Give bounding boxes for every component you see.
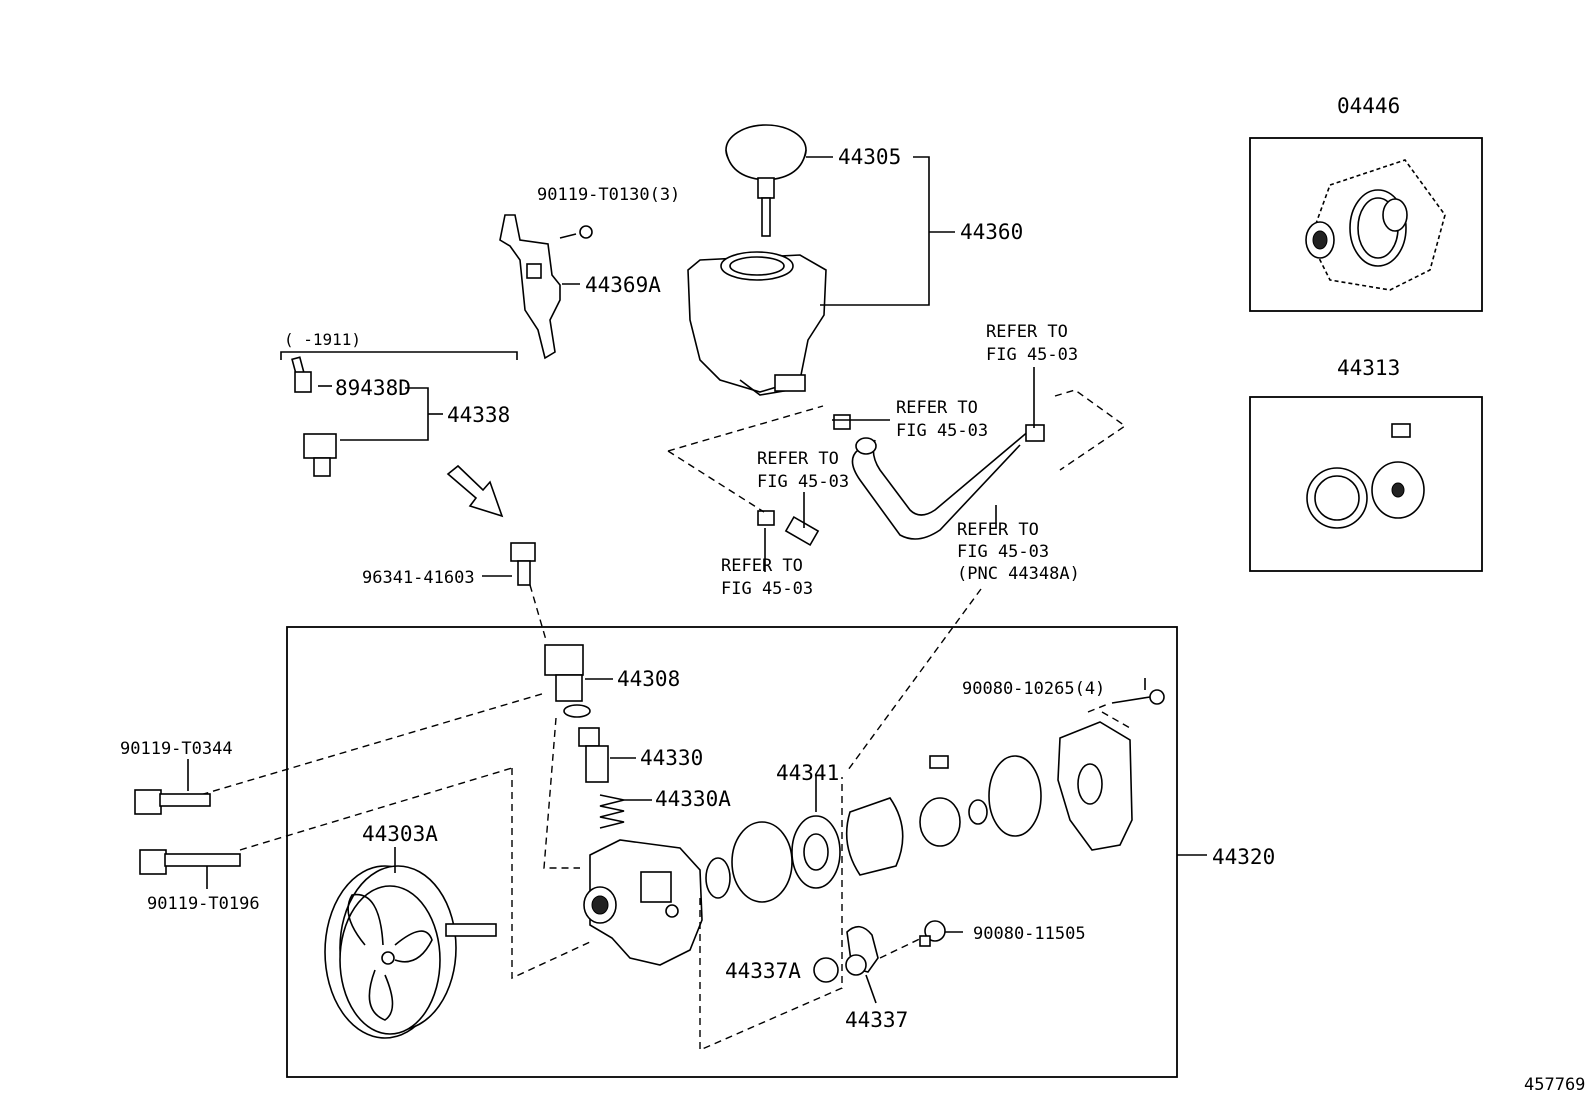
refer-label-4-line2: FIG 45-03 (721, 579, 813, 599)
long-bolt-drawing (134, 789, 241, 875)
label-44330A: 44330A (655, 787, 731, 811)
refer-label-2-line2: FIG 45-03 (896, 421, 988, 441)
refer-label-2-line1: REFER TO (896, 398, 978, 418)
kit-box-04446 (1249, 137, 1483, 312)
direction-arrow-icon (446, 464, 504, 518)
label-44369A: 44369A (585, 273, 661, 297)
figure-id: 457769 (1524, 1075, 1585, 1095)
o-ring-drawing (705, 857, 731, 899)
pulley-drawing (324, 865, 497, 1039)
refer-label-1-line1: REFER TO (986, 322, 1068, 342)
label-90119-T0344: 90119-T0344 (120, 739, 233, 759)
label-44303A: 44303A (362, 822, 438, 846)
cover-gasket-drawing (988, 755, 1042, 837)
label-44308: 44308 (617, 667, 680, 691)
bracket-drawing (499, 214, 593, 360)
rotor-drawing (919, 797, 961, 847)
label-44320: 44320 (1212, 845, 1275, 869)
label-44305: 44305 (838, 145, 901, 169)
kit-box-44313 (1249, 396, 1483, 572)
refer-label-5-line1: REFER TO (957, 520, 1039, 540)
refer-label-4-line1: REFER TO (721, 556, 803, 576)
reservoir-tank-drawing (687, 251, 827, 396)
refer-label-5-line2: FIG 45-03 (957, 542, 1049, 562)
pump-body-drawing (583, 839, 703, 966)
union-bolt-drawing (510, 542, 536, 586)
label-date-range: ( -1911) (284, 330, 361, 349)
label-90080-10265: 90080-10265(4) (962, 679, 1105, 699)
label-44338: 44338 (447, 403, 510, 427)
union-drawing (813, 925, 879, 983)
refer-label-1-line2: FIG 45-03 (986, 345, 1078, 365)
hose-drawing (757, 414, 1045, 547)
label-44337A: 44337A (725, 959, 801, 983)
label-90119-T0196: 90119-T0196 (147, 894, 260, 914)
label-44337: 44337 (845, 1008, 908, 1032)
label-89438D: 89438D (335, 376, 411, 400)
rotor-kit-drawing (1306, 423, 1425, 529)
label-04446: 04446 (1337, 94, 1400, 118)
label-44313: 44313 (1337, 356, 1400, 380)
label-44360: 44360 (960, 220, 1023, 244)
screw-drawing (919, 920, 946, 947)
label-96341-41603: 96341-41603 (362, 568, 475, 588)
reservoir-cap-drawing (725, 124, 807, 237)
gasket-kit-drawing (1305, 159, 1446, 291)
assembly-box-44320 (286, 626, 1178, 1078)
label-44341: 44341 (776, 761, 839, 785)
label-90119-T0130: 90119-T0130(3) (537, 185, 680, 205)
gasket-ring-drawing (731, 821, 793, 903)
spring-drawing (599, 794, 625, 829)
sensor-drawing (291, 356, 337, 477)
refer-label-5-line3: (PNC 44348A) (957, 564, 1080, 584)
refer-label-3-line2: FIG 45-03 (757, 472, 849, 492)
label-90080-11505: 90080-11505 (973, 924, 1086, 944)
flow-valve-drawing (578, 727, 609, 783)
label-44330: 44330 (640, 746, 703, 770)
refer-label-3-line1: REFER TO (757, 449, 839, 469)
fitting-drawing (544, 644, 591, 718)
rotor-ring-drawing (845, 797, 904, 876)
